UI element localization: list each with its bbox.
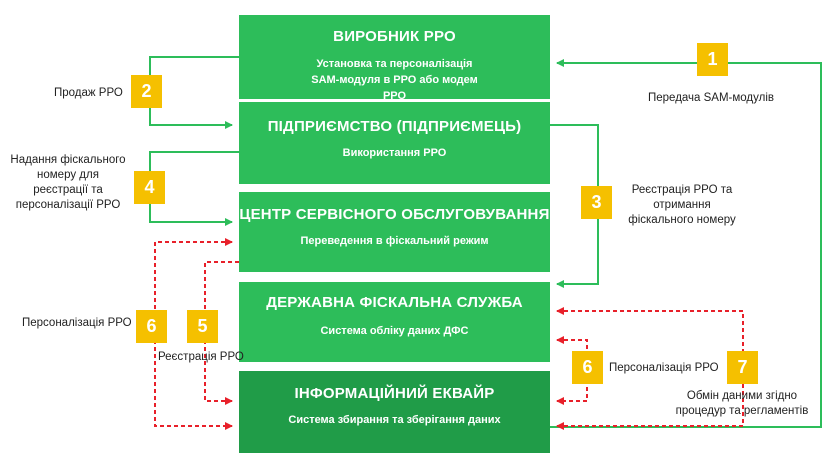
box-acquirer-title: ІНФОРМАЦІЙНИЙ ЕКВАЙР [294, 385, 495, 402]
arrow-step-6-right [557, 339, 588, 402]
label-step-4: Надання фіскального номеру для реєстраці… [10, 154, 126, 211]
label-step-7: Обмін даними згідно процедур та регламен… [675, 390, 809, 417]
box-service-title: ЦЕНТР СЕРВІСНОГО ОБСЛУГОВУВАННЯ [239, 206, 550, 223]
box-producer-title: ВИРОБНИК РРО [333, 28, 456, 45]
box-enterprise-subtitle: Використання РРО [342, 147, 447, 159]
box-enterprise-title: ПІДПРИЄМСТВО (ПІДПРИЄМЕЦЬ) [267, 118, 522, 135]
label-step-2: Продаж РРО [54, 87, 123, 99]
box-dfs-title: ДЕРЖАВНА ФІСКАЛЬНА СЛУЖБА [266, 294, 523, 311]
step-1-badge: 1 [697, 43, 728, 76]
arrow-step-2 [149, 56, 239, 129]
label-step-6-left: Персоналізація РРО [22, 317, 132, 329]
step-3-badge: 3 [581, 186, 612, 219]
box-dfs: ДЕРЖАВНА ФІСКАЛЬНА СЛУЖБА Система обліку… [239, 282, 550, 362]
label-step-3: Реєстрація РРО та отримання фіскального … [628, 184, 736, 226]
step-6-badge-left: 6 [136, 310, 167, 343]
box-acquirer: ІНФОРМАЦІЙНИЙ ЕКВАЙР Система збирання та… [239, 371, 550, 453]
step-5-badge: 5 [187, 310, 218, 343]
arrow-step-5 [204, 261, 239, 402]
label-step-1: Передача SAM-модулів [648, 92, 775, 104]
label-step-6-right: Персоналізація РРО [609, 362, 719, 374]
arrow-step-7 [557, 310, 744, 427]
box-producer-subtitle: Установка та персоналізація SAM-модуля в… [311, 58, 478, 102]
box-service-subtitle: Переведення в фіскальний режим [300, 235, 489, 247]
box-producer: ВИРОБНИК РРО Установка та персоналізація… [239, 15, 550, 102]
label-step-5: Реєстрація РРО [158, 351, 244, 363]
step-6-badge-right: 6 [572, 351, 603, 384]
step-7-badge: 7 [727, 351, 758, 384]
box-dfs-subtitle: Система обліку даних ДФС [320, 325, 469, 337]
step-2-badge: 2 [131, 75, 162, 108]
box-enterprise: ПІДПРИЄМСТВО (ПІДПРИЄМЕЦЬ) Використання … [239, 102, 550, 184]
box-service: ЦЕНТР СЕРВІСНОГО ОБСЛУГОВУВАННЯ Переведе… [239, 192, 550, 272]
step-4-badge: 4 [134, 171, 165, 204]
box-acquirer-subtitle: Система збирання та зберігання даних [288, 414, 501, 426]
